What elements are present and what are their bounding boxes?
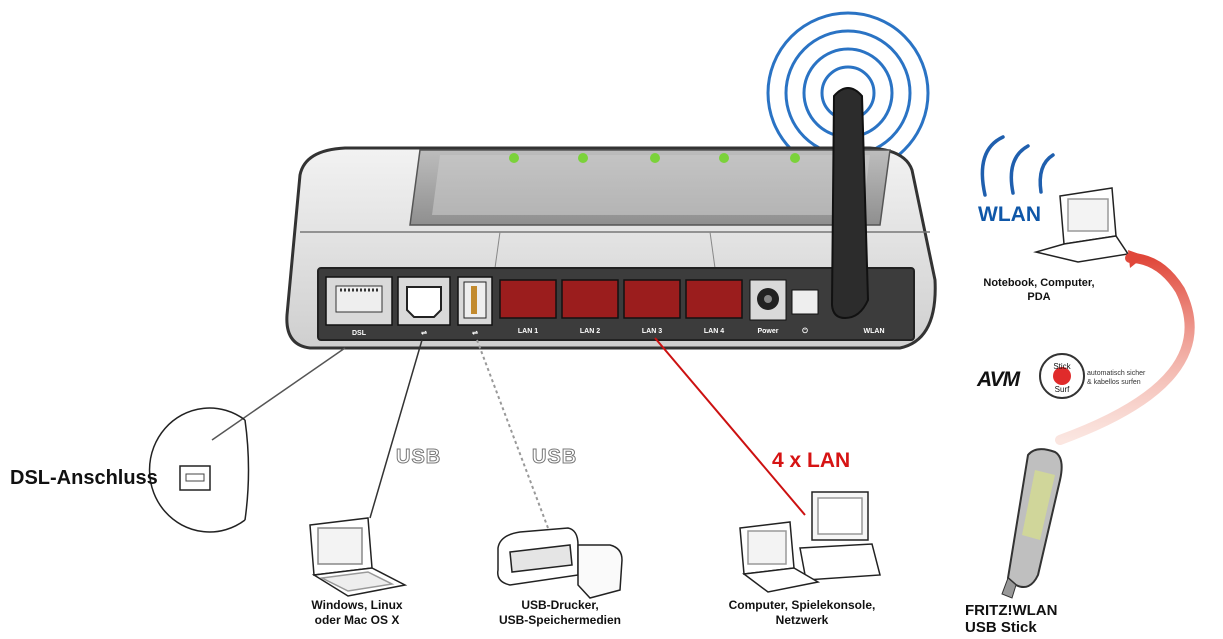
wlan-port-label: WLAN [864, 328, 885, 335]
led-wlan [719, 153, 729, 163]
stick-connection-arc [1055, 253, 1195, 445]
power-jack [749, 279, 787, 321]
network-computers-icon [739, 491, 881, 593]
avm-logo: AVM [977, 368, 1020, 391]
usb-label-printer: USB [531, 446, 578, 469]
lan-port-4 [685, 279, 743, 319]
notebook-icon [1033, 187, 1130, 263]
wlan-connection-label: WLAN [978, 203, 1041, 226]
lan-port-1 [499, 279, 557, 319]
connection-lines [211, 337, 806, 529]
lan-port-2-label: LAN 2 [580, 328, 600, 335]
led-info [790, 153, 800, 163]
svg-text:Stick: Stick [1053, 362, 1071, 371]
usb-stick-caption: FRITZ!WLAN USB Stick [965, 602, 1058, 636]
svg-text:Surf: Surf [1055, 385, 1070, 394]
reset-button-icon: ⏻ [802, 327, 808, 335]
lan-port-4-label: LAN 4 [704, 328, 724, 335]
dsl-port [325, 276, 393, 326]
wlan-waves-icon [980, 135, 1055, 197]
usb-stick-icon [1001, 448, 1063, 599]
stick-surf-tagline-line2: & kabellos surfen [1087, 379, 1141, 386]
laptop-icon [309, 517, 408, 597]
notebook-caption: Notebook, Computer, PDA [983, 277, 1095, 303]
network-caption: Computer, Spielekonsole, Netzwerk [728, 598, 876, 627]
dsl-socket [148, 407, 250, 533]
lan-port-3 [623, 279, 681, 319]
printer-caption: USB-Drucker, USB-Speichermedien [498, 598, 622, 627]
pc-caption: Windows, Linux oder Mac OS X [311, 598, 403, 627]
usb-a-icon: ⇌ [472, 329, 478, 337]
dsl-connection-label: DSL-Anschluss [10, 467, 158, 489]
stick-surf-tagline-line1: automatisch sicher [1087, 370, 1146, 377]
lan-port-3-label: LAN 3 [642, 328, 662, 335]
usb-label-pc: USB [395, 446, 442, 469]
stick-and-surf-badge-icon: Stick Surf [1039, 353, 1085, 399]
printer-icon [497, 527, 623, 599]
lan-ports [499, 279, 743, 319]
power-port-label: Power [757, 328, 778, 335]
lan-port-1-label: LAN 1 [518, 328, 538, 335]
usb-a-port [457, 276, 493, 326]
arc-arrowhead-icon [1128, 250, 1145, 268]
usb-b-icon: ⇌ [421, 329, 427, 337]
antenna [830, 87, 870, 320]
led-lan [650, 153, 660, 163]
status-leds [509, 153, 800, 163]
reset-button [791, 289, 819, 315]
led-power [509, 153, 519, 163]
led-dsl [578, 153, 588, 163]
dsl-port-label: DSL [352, 330, 367, 337]
lan-port-2 [561, 279, 619, 319]
usb-b-port [397, 276, 451, 326]
lan-connection-label: 4 x LAN [772, 449, 851, 472]
